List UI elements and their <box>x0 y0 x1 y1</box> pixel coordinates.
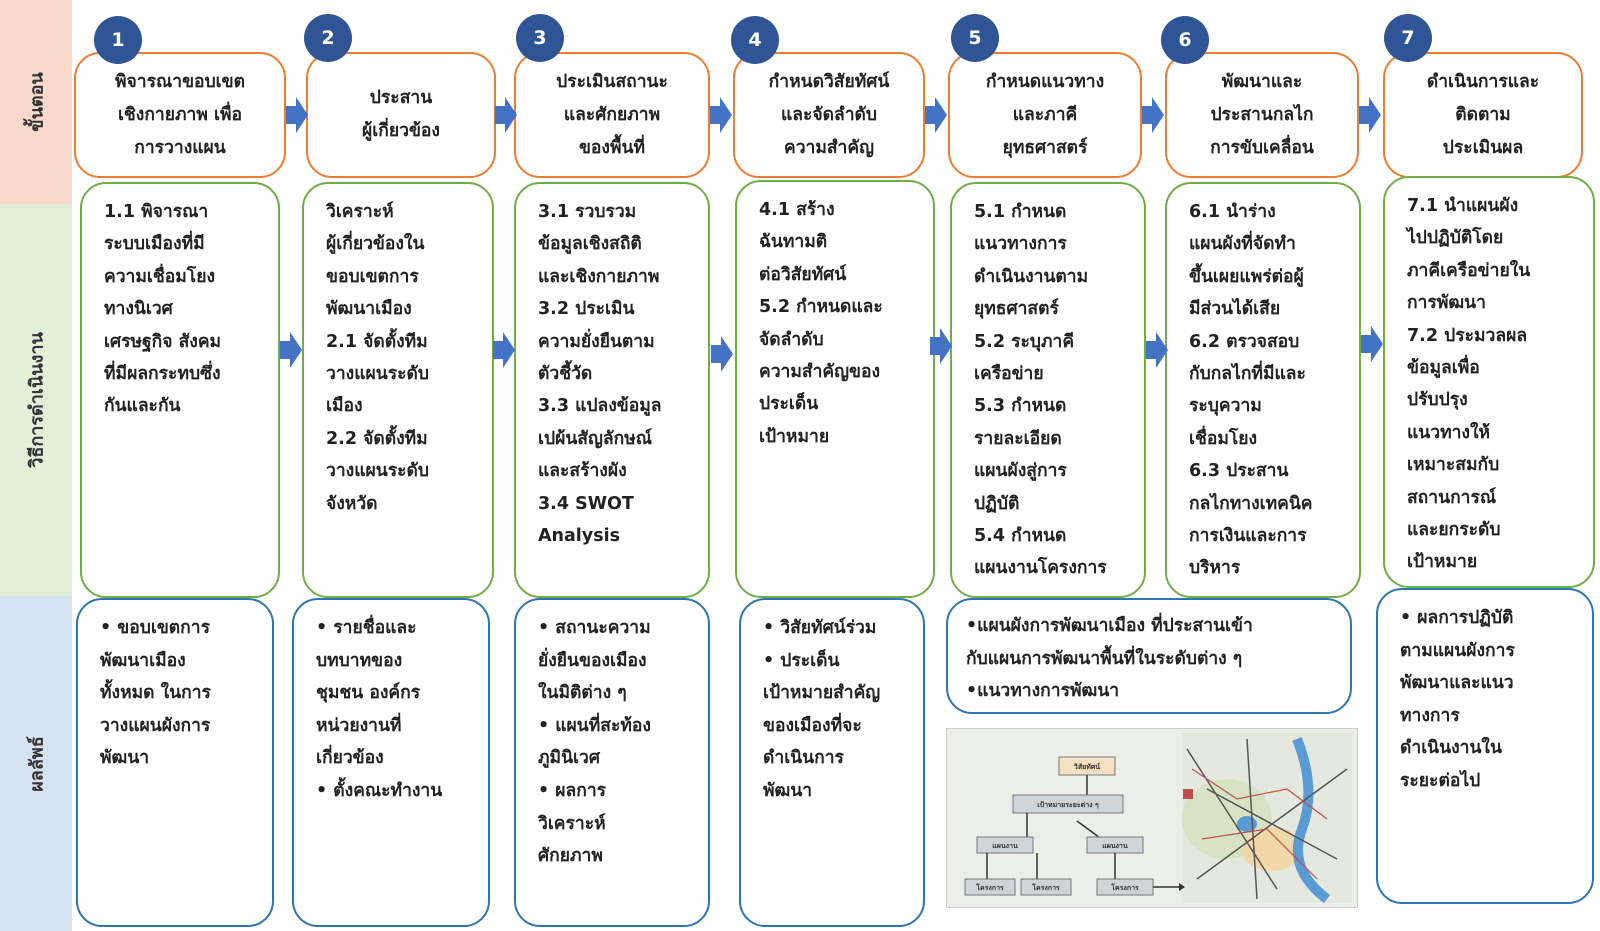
steps-row-band: ขั้นตอน <box>0 0 72 204</box>
output-5-box: •แผนผังการพัฒนาเมือง ที่ประสานเข้า กับแผ… <box>946 598 1352 714</box>
step-5-box: กำหนดแนวทาง และภาคี ยุทธศาสตร์ <box>948 52 1142 178</box>
output-4-box: • วิสัยทัศน์ร่วม • ประเด็น เป้าหมายสำคัญ… <box>739 598 925 927</box>
method-arrow-2 <box>493 332 515 368</box>
thumb-project-2-label: โครงการ <box>1031 883 1060 892</box>
step-arrow-4 <box>925 97 947 133</box>
output-3-box: • สถานะความ ยั่งยืนของเมือง ในมิติต่าง ๆ… <box>514 598 710 927</box>
method-4-box: 4.1 สร้าง ฉันทามติ ต่อวิสัยทัศน์ 5.2 กำห… <box>735 180 935 598</box>
method-arrow-6 <box>1361 326 1383 362</box>
step-arrow-6 <box>1359 97 1381 133</box>
outputs-row-label: ผลลัพธ์ <box>26 735 48 792</box>
steps-row-label: ขั้นตอน <box>26 72 48 132</box>
step-1-number: 1 <box>94 16 142 64</box>
step-7-box: ดำเนินการและ ติดตาม ประเมินผล <box>1383 52 1583 178</box>
method-arrow-3 <box>711 336 733 372</box>
thumb-project-3-label: โครงการ <box>1110 883 1139 892</box>
methods-row-label: วิธีการดำเนินงาน <box>26 332 48 468</box>
method-5-box: 5.1 กำหนด แนวทางการ ดำเนินงานตาม ยุทธศาส… <box>950 182 1146 598</box>
method-1-box: 1.1 พิจารณา ระบบเมืองที่มี ความเชื่อมโยง… <box>80 182 280 598</box>
method-arrow-1 <box>280 332 302 368</box>
outputs-row-band: ผลลัพธ์ <box>0 596 72 931</box>
method-6-box: 6.1 นำร่าง แผนผังที่จัดทำ ขึ้นเผยแพร่ต่อ… <box>1165 182 1361 598</box>
step-3-box: ประเมินสถานะ และศักยภาพ ของพื้นที่ <box>514 52 710 178</box>
thumb-project-1-label: โครงการ <box>975 883 1004 892</box>
output-1-box: • ขอบเขตการ พัฒนาเมือง ทั้งหมด ในการ วาง… <box>76 598 274 927</box>
step-3-number: 3 <box>516 14 564 62</box>
hierarchy-diagram: วิสัยทัศน์ เป้าหมายระยะต่าง ๆ แผนงาน แผน… <box>947 729 1357 907</box>
method-7-box: 7.1 นำแผนผัง ไปปฏิบัติโดย ภาคีเครือข่ายใ… <box>1383 176 1595 588</box>
output-2-box: • รายชื่อและ บทบาทของ ชุมชน องค์กร หน่วย… <box>292 598 490 927</box>
methods-row-band: วิธีการดำเนินงาน <box>0 204 72 596</box>
method-arrow-4 <box>930 328 952 364</box>
thumb-vision-label: วิสัยทัศน์ <box>1073 762 1100 771</box>
output-7-box: • ผลการปฏิบัติ ตามแผนผังการ พัฒนาและแนว … <box>1376 588 1594 904</box>
step-arrow-3 <box>710 97 732 133</box>
method-3-box: 3.1 รวบรวม ข้อมูลเชิงสถิติ และเชิงกายภาพ… <box>514 182 710 598</box>
step-arrow-5 <box>1142 97 1164 133</box>
step-4-box: กำหนดวิสัยทัศน์ และจัดลำดับ ความสำคัญ <box>733 52 925 178</box>
step-6-box: พัฒนาและ ประสานกลไก การขับเคลื่อน <box>1165 52 1359 178</box>
step-arrow-2 <box>495 97 517 133</box>
step-2-number: 2 <box>304 14 352 62</box>
step-6-number: 6 <box>1161 16 1209 64</box>
thumb-plan-left-label: แผนงาน <box>992 842 1018 850</box>
step-1-box: พิจารณาขอบเขต เชิงกายภาพ เพื่อ การวางแผน <box>74 52 286 178</box>
step-5-number: 5 <box>951 14 999 62</box>
method-arrow-5 <box>1146 332 1168 368</box>
method-2-box: วิเคราะห์ ผู้เกี่ยวข้องใน ขอบเขตการ พัฒน… <box>302 182 494 598</box>
plan-hierarchy-map-image: วิสัยทัศน์ เป้าหมายระยะต่าง ๆ แผนงาน แผน… <box>946 728 1358 908</box>
thumb-goals-label: เป้าหมายระยะต่าง ๆ <box>1037 800 1099 809</box>
thumb-plan-right-label: แผนงาน <box>1102 842 1128 850</box>
step-2-box: ประสาน ผู้เกี่ยวข้อง <box>306 52 496 178</box>
step-7-number: 7 <box>1384 14 1432 62</box>
step-arrow-1 <box>286 97 308 133</box>
step-4-number: 4 <box>731 16 779 64</box>
